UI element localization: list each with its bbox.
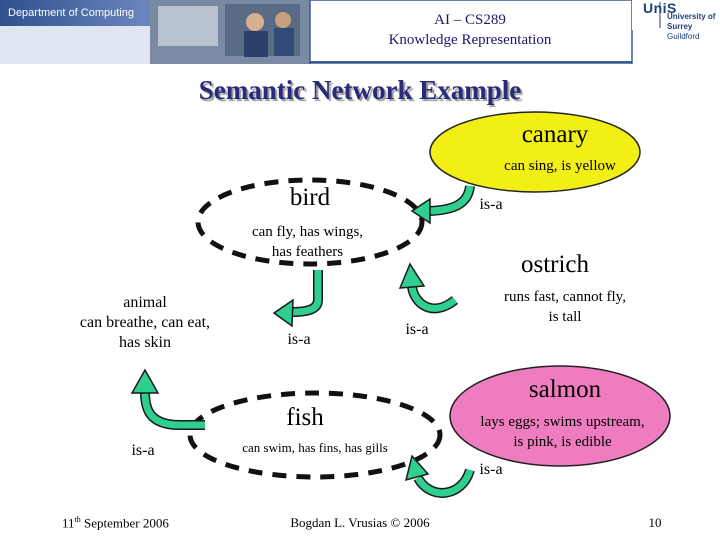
fish-name: fish [286,404,324,431]
arrow-bird-to-animal [272,270,323,328]
header-graphic [0,0,720,64]
page-number: 10 [648,515,662,530]
animal-props-line1: can breathe, can eat, [79,314,211,331]
fish-node-shape [187,390,443,480]
footer-date-day: 11 [62,515,75,531]
bird-props-line2: has feathers [271,244,344,260]
ostrich-props-line2: is tall [548,309,582,325]
bird-properties: can fly, has wings, has feathers [215,222,400,262]
footer-date: 11th September 2006 [62,515,169,531]
slide-header: Department of Computing AI – CS289 Knowl… [0,0,720,64]
ostrich-props-line1: runs fast, cannot fly, [504,289,626,305]
edge-label-bird-animal: is-a [287,331,311,348]
animal-name: animal [123,294,167,311]
animal-node: animal can breathe, can eat, has skin [55,293,235,353]
fish-properties: can swim, has fins, has gills [242,440,388,455]
animal-props-line2: has skin [119,334,171,351]
edge-label-salmon-fish: is-a [479,461,503,478]
arrow-canary-to-bird [410,185,475,225]
slide-title: Semantic Network Example [198,75,522,105]
university-line2: Guildford [667,32,700,41]
edge-label-ostrich-bird: is-a [405,321,429,338]
ostrich-name: ostrich [520,251,590,278]
canary-name: canary [521,121,589,148]
edge-label-canary-bird: is-a [479,196,503,213]
footer-date-rest: September 2006 [80,515,169,531]
salmon-name: salmon [528,376,602,403]
arrow-salmon-to-fish [404,454,475,498]
footer-date-suffix: th [74,515,81,524]
bird-name: bird [289,184,331,211]
salmon-properties: lays eggs; swims upstream, is pink, is e… [455,412,670,452]
canary-node: canary [460,121,650,148]
university-line1: University of Surrey [667,12,716,31]
canary-node-shape [429,111,641,193]
course-title: AI – CS289 Knowledge Representation [320,10,620,50]
ostrich-properties: runs fast, cannot fly, is tall [465,287,665,327]
university-name: University of Surrey Guildford [667,12,720,42]
footer-author: Bogdan L. Vrusias © 2006 [290,515,430,530]
university-logo: UniS [643,0,677,16]
arrow-ostrich-to-bird [398,262,459,314]
bird-props-line1: can fly, has wings, [251,224,364,240]
course-topic: Knowledge Representation [388,32,552,48]
department-name: Department of Computing [8,7,134,19]
arrow-fish-to-animal [130,368,205,430]
salmon-node-shape [449,365,671,467]
course-code: AI – CS289 [434,12,506,28]
bird-node-shape [195,177,425,267]
canary-props-text: can sing, is yellow [504,158,616,174]
edge-label-fish-animal: is-a [131,442,155,459]
salmon-props-line2: is pink, is edible [513,434,612,450]
salmon-props-line1: lays eggs; swims upstream, [480,414,645,430]
canary-properties: can sing, is yellow [455,156,665,176]
